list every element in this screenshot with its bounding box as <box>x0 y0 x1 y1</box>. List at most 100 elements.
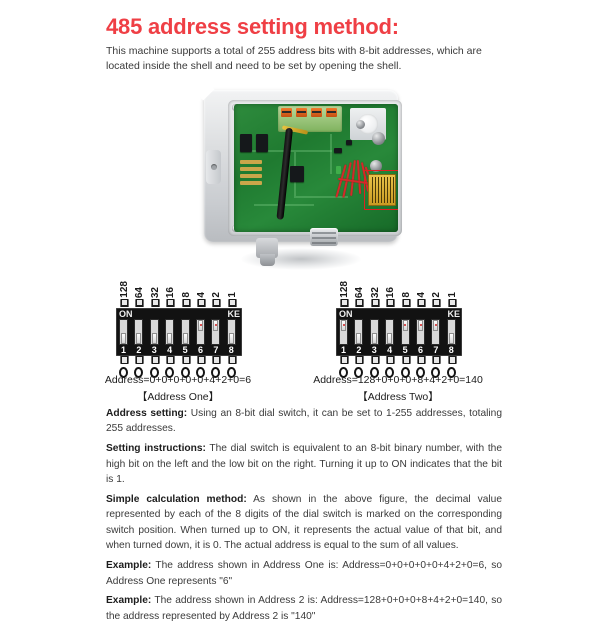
switch-number: 4 <box>387 345 393 355</box>
dip-switch-lever-1[interactable] <box>339 319 348 345</box>
pin <box>355 299 365 307</box>
board-dip-switch[interactable] <box>368 174 396 206</box>
lever-cap <box>213 320 219 331</box>
dip-switch-lever-6[interactable] <box>416 319 425 345</box>
solder-pad <box>149 367 159 378</box>
cable-nut <box>310 228 338 246</box>
pin <box>120 299 129 307</box>
switch-number: 5 <box>402 345 408 355</box>
pin <box>447 356 457 364</box>
solder-pad <box>431 367 441 378</box>
address-caption-two: 【Address Two】 <box>357 391 439 403</box>
pin <box>340 356 349 364</box>
switch-number: 5 <box>182 345 188 355</box>
dip-switch-lever-4[interactable] <box>165 319 175 345</box>
lever-cap <box>198 320 203 331</box>
dip-switch-lever-5[interactable] <box>400 319 410 345</box>
dip-switch-lever-6[interactable] <box>196 319 205 345</box>
weight-label: 2 <box>431 292 443 298</box>
switch-number: 8 <box>448 345 454 355</box>
mount-ear-left <box>206 150 221 184</box>
intro-paragraph: This machine supports a total of 255 add… <box>106 45 482 72</box>
pin <box>120 356 129 364</box>
dip-switch-lever-7[interactable] <box>211 319 221 345</box>
solder-pad <box>446 367 456 378</box>
switch-slots-one[interactable] <box>116 319 242 345</box>
switch-number: 8 <box>228 345 234 355</box>
weight-label: 32 <box>149 286 161 298</box>
top-pins-one <box>116 299 242 308</box>
pin <box>227 356 237 364</box>
weight-label: 16 <box>165 286 177 298</box>
address-formula-one: Address=0+0+0+0+0+4+2+0=6 <box>104 374 252 386</box>
lever-cap <box>448 333 454 344</box>
on-label-one: ON <box>119 309 133 319</box>
capacitor-2 <box>370 160 382 172</box>
weight-label: 4 <box>416 292 427 298</box>
lever-cap <box>387 333 393 344</box>
solder-pad <box>416 367 425 378</box>
chip-center <box>290 166 304 182</box>
weight-label: 4 <box>196 292 207 298</box>
dip-switch-lever-8[interactable] <box>226 319 236 345</box>
lever-cap <box>182 333 188 344</box>
weight-label: 8 <box>400 292 412 298</box>
weight-label: 16 <box>385 286 397 298</box>
weight-label: 1 <box>226 292 238 298</box>
capacitor-1 <box>372 132 385 145</box>
relay-button <box>358 114 378 134</box>
lever-cap <box>167 333 173 344</box>
pin <box>227 299 237 307</box>
circuit-board <box>234 104 398 232</box>
pin <box>417 299 426 307</box>
switch-number: 2 <box>356 345 362 355</box>
paragraph-label: Example: <box>106 560 152 572</box>
solder-pad <box>165 367 175 378</box>
weight-label: 64 <box>134 286 146 298</box>
chip-small-2 <box>346 140 352 145</box>
pin <box>212 356 222 364</box>
solder-pads-one <box>116 367 242 379</box>
paragraph-label: Setting instructions: <box>106 443 206 455</box>
dip-switch-lever-7[interactable] <box>431 319 441 345</box>
page-root: 485 address setting method: This machine… <box>0 0 600 600</box>
page-title: 485 address setting method: <box>106 14 399 39</box>
switch-number: 3 <box>371 345 377 355</box>
chip-small-1 <box>334 148 342 153</box>
enclosure-case <box>204 90 402 266</box>
dip-switch-lever-3[interactable] <box>369 319 379 345</box>
switch-slots-two[interactable] <box>336 319 462 345</box>
pin <box>370 299 380 307</box>
pin <box>432 299 442 307</box>
solder-pad <box>211 367 221 378</box>
lever-cap <box>418 320 423 331</box>
top-pins-two <box>336 299 462 308</box>
lever-cap <box>433 320 439 331</box>
switch-number: 7 <box>433 345 439 355</box>
weight-label: 128 <box>339 281 350 298</box>
capacitor-3 <box>356 120 365 129</box>
dip-switch-lever-8[interactable] <box>446 319 456 345</box>
weight-label: 1 <box>446 292 458 298</box>
pin <box>447 299 457 307</box>
pin <box>417 356 426 364</box>
pin <box>181 299 191 307</box>
switch-number: 3 <box>151 345 157 355</box>
ke-label-one: KE <box>227 309 240 319</box>
instruction-paragraph: Example: The address shown in Address On… <box>106 560 502 587</box>
dip-switch-lever-5[interactable] <box>180 319 190 345</box>
dip-switch-lever-4[interactable] <box>385 319 395 345</box>
instruction-paragraph: Address setting: Using an 8-bit dial swi… <box>106 408 502 435</box>
dip-switch-lever-3[interactable] <box>149 319 159 345</box>
dip-switch-lever-1[interactable] <box>119 319 128 345</box>
weight-label: 128 <box>119 281 130 298</box>
dip-switch-lever-2[interactable] <box>134 319 144 345</box>
dip-switch-lever-2[interactable] <box>354 319 364 345</box>
solder-pad <box>119 367 128 378</box>
pin <box>166 356 176 364</box>
solder-pad <box>339 367 348 378</box>
